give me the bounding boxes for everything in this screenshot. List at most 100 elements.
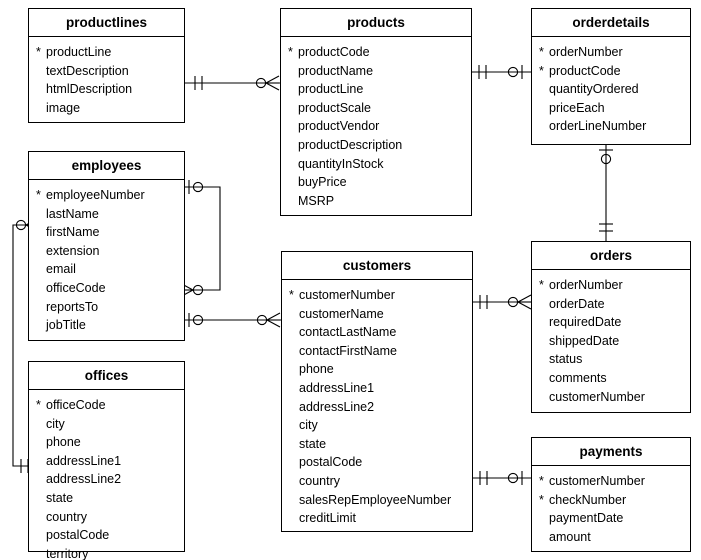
attribute-label: priceEach [549,100,605,115]
attribute-orders-orderDate: orderDate [538,295,684,314]
attribute-label: checkNumber [549,492,627,507]
attribute-label: extension [46,243,100,258]
attribute-employees-officeCode: officeCode [35,279,178,298]
attribute-payments-paymentDate: paymentDate [538,509,684,528]
attribute-payments-checkNumber: * checkNumber [538,491,684,510]
attribute-label: buyPrice [298,175,347,190]
attribute-label: requiredDate [549,315,622,330]
attribute-products-MSRP: MSRP [287,192,465,211]
attribute-offices-country: country [35,508,178,527]
relationship-employees-employees [179,180,221,298]
attribute-label: productVendor [298,119,380,134]
attribute-label: country [46,509,87,524]
attribute-label: addressLine1 [46,453,122,468]
attribute-productlines-textDescription: textDescription [35,62,178,81]
attribute-orders-customerNumber: customerNumber [538,388,684,407]
primary-key-marker-icon: * [539,278,544,292]
attribute-label: customerNumber [299,288,395,302]
relationship-products-orderdetails [472,65,531,79]
attribute-customers-state: state [288,435,466,454]
attribute-label: state [46,490,74,505]
attribute-label: comments [549,370,607,385]
attribute-products-productName: productName [287,62,465,81]
entity-title-orderdetails: orderdetails [532,9,690,37]
attribute-offices-city: city [35,415,178,434]
entity-title-productlines: productlines [29,9,184,37]
attribute-label: orderDate [549,296,605,311]
attribute-label: productCode [298,45,370,59]
attribute-employees-employeeNumber: *employeeNumber [35,186,178,205]
attribute-label: orderNumber [549,45,623,59]
attribute-label: customerNumber [549,389,645,404]
attribute-orderdetails-orderLineNumber: orderLineNumber [538,117,684,136]
primary-key-marker-icon: * [539,45,544,59]
attribute-orders-status: status [538,350,684,369]
attribute-employees-extension: extension [35,242,178,261]
attribute-label: city [46,416,65,431]
attribute-label: addressLine1 [299,380,375,395]
attribute-offices-postalCode: postalCode [35,526,178,545]
attribute-offices-addressLine2: addressLine2 [35,470,178,489]
attribute-offices-territory: territory [35,545,178,560]
relationship-customers-orders [473,294,532,310]
attribute-label: territory [46,546,89,560]
attribute-label: shippedDate [549,333,620,348]
attribute-products-productLine: productLine [287,80,465,99]
attribute-employees-email: email [35,260,178,279]
attribute-label: customerNumber [549,474,645,488]
attribute-label: productLine [46,45,112,59]
entity-attributes-customers: * customerNumber customerName contactLastNa… [282,280,472,536]
attribute-label: phone [46,435,81,450]
primary-key-marker-icon: * [539,492,544,507]
attribute-label: phone [299,362,334,377]
attribute-label: paymentDate [549,511,624,526]
attribute-label: addressLine2 [46,472,122,487]
attribute-offices-phone: phone [35,433,178,452]
attribute-offices-addressLine1: addressLine1 [35,452,178,471]
entity-title-orders: orders [532,242,690,270]
attribute-label: quantityInStock [298,156,384,171]
attribute-products-productDescription: productDescription [287,136,465,155]
attribute-label: firstName [46,225,100,240]
attribute-customers-phone: phone [288,360,466,379]
attribute-label: reportsTo [46,299,99,314]
relationship-orderdetails-orders [599,145,613,241]
primary-key-marker-icon: * [539,63,544,78]
attribute-products-buyPrice: buyPrice [287,173,465,192]
entity-title-offices: offices [29,362,184,390]
attribute-orderdetails-quantityOrdered: quantityOrdered [538,80,684,99]
attribute-label: jobTitle [46,318,86,333]
attribute-orderdetails-priceEach: priceEach [538,99,684,118]
attribute-customers-addressLine2: addressLine2 [288,398,466,417]
relationship-productlines-products [185,75,280,91]
attribute-label: quantityOrdered [549,82,639,97]
attribute-employees-jobTitle: jobTitle [35,316,178,335]
attribute-label: status [549,352,583,367]
attribute-label: lastName [46,206,99,221]
attribute-label: city [299,418,318,433]
primary-key-marker-icon: * [288,45,293,59]
attribute-label: addressLine2 [299,399,375,414]
attribute-customers-customerNumber: * customerNumber [288,286,466,305]
relationship-customers-payments [473,471,531,485]
attribute-employees-lastName: lastName [35,205,178,224]
attribute-label: customerName [299,306,384,321]
attribute-label: productScale [298,100,371,115]
attribute-customers-contactLastName: contactLastName [288,323,466,342]
primary-key-marker-icon: * [289,288,294,302]
attribute-customers-city: city [288,416,466,435]
